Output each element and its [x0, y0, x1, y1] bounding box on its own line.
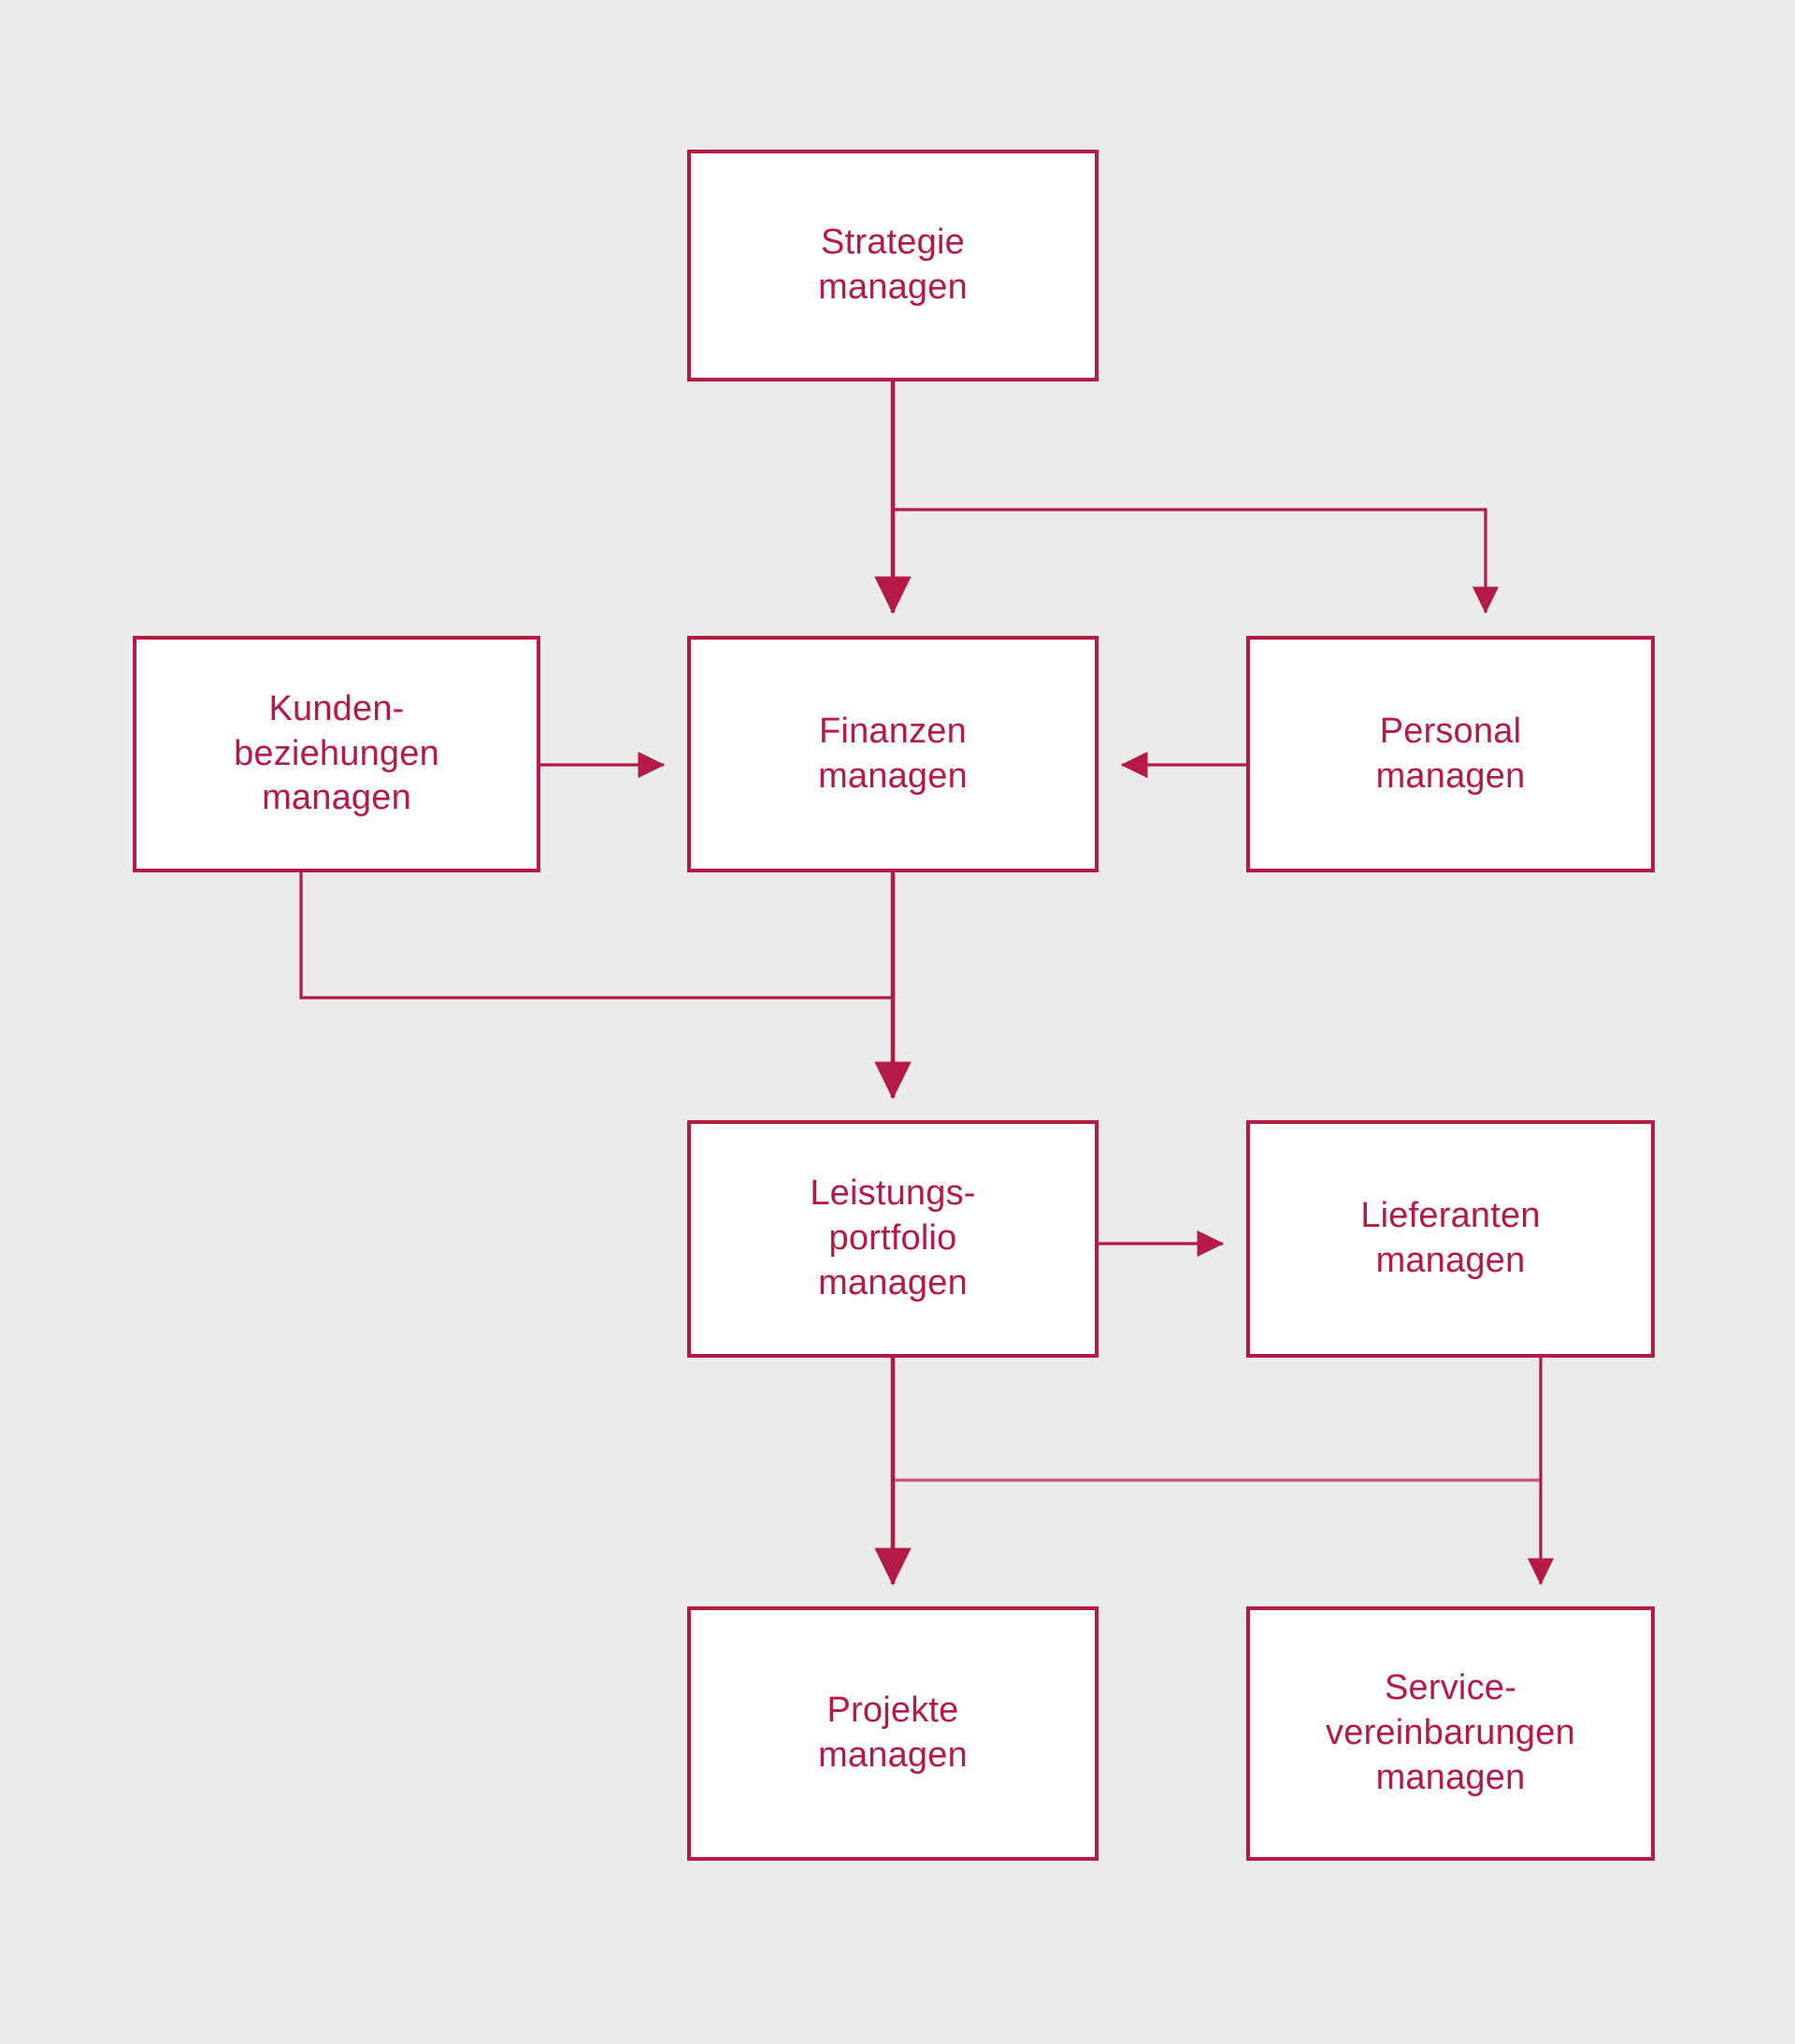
node-lieferanten-managen[interactable]: Lieferanten managen [1246, 1120, 1655, 1358]
node-personal-managen[interactable]: Personal managen [1246, 636, 1655, 872]
node-servicevereinbarungen-managen[interactable]: Service- vereinbarungen managen [1246, 1606, 1655, 1861]
node-kundenbeziehungen-managen[interactable]: Kunden- beziehungen managen [133, 636, 540, 872]
node-label: Projekte managen [818, 1691, 968, 1775]
node-label: Lieferanten managen [1360, 1196, 1541, 1280]
node-label: Kunden- beziehungen managen [234, 688, 439, 818]
node-label: Personal managen [1375, 711, 1526, 796]
node-label: Strategie managen [818, 223, 968, 307]
connector-strategie-to-personal [893, 508, 1500, 614]
node-label: Leistungs- portfolio managen [810, 1173, 976, 1303]
node-label: Finanzen managen [818, 711, 968, 796]
node-leistungsportfolio-managen[interactable]: Leistungs- portfolio managen [687, 1120, 1099, 1358]
node-projekte-managen[interactable]: Projekte managen [687, 1606, 1099, 1861]
connector-kunden-to-leistung [299, 872, 893, 1000]
node-label: Service- vereinbarungen managen [1326, 1668, 1575, 1797]
node-strategie-managen[interactable]: Strategie managen [687, 150, 1099, 381]
node-finanzen-managen[interactable]: Finanzen managen [687, 636, 1099, 872]
